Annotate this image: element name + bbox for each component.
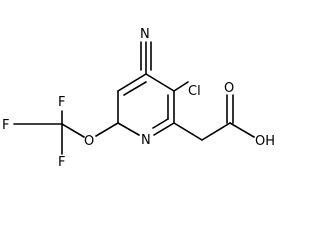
molecule-drawing: N Cl N O OH O F F F: [2, 27, 275, 170]
atom-o-carbonyl: O: [224, 81, 234, 96]
bond-c3-cl: [173, 81, 189, 92]
bond-n-ring-c6: [117, 122, 140, 136]
bond-c5-c4: [117, 73, 147, 92]
atom-oh: OH: [255, 134, 275, 149]
atom-n-ring: N: [141, 133, 151, 148]
bond-c-acid-oh: [229, 122, 255, 138]
bond-c6-o-ether: [95, 122, 119, 137]
bond-o-ether-cf3: [61, 123, 85, 138]
atom-o-ether: O: [84, 134, 94, 149]
atom-f-bottom: F: [58, 155, 65, 170]
bond-c2-n-ring-inner: [152, 118, 169, 129]
bond-c2-n-ring: [153, 122, 175, 136]
bond-c5-c4-inner: [123, 81, 147, 96]
atom-n-cyano: N: [140, 27, 150, 42]
atom-cl: Cl: [188, 84, 201, 99]
atom-f-left: F: [2, 118, 9, 133]
bond-c4-c3: [145, 73, 175, 92]
bond-c2-ch2: [173, 122, 203, 141]
atom-f-top: F: [58, 95, 65, 110]
bond-ch2-c-acid: [201, 122, 231, 141]
structure-diagram: N Cl N O OH O F F F: [2, 27, 275, 170]
